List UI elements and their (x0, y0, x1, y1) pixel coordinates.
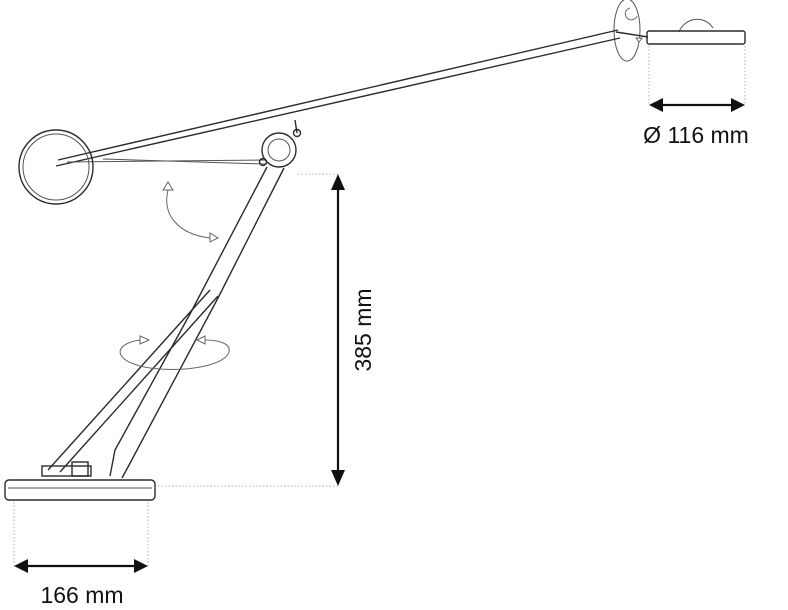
swivel-rotation-indicator (119, 335, 230, 370)
lamp-head (613, 0, 746, 62)
lamp-arm (55, 29, 621, 167)
head-diameter-label: Ø 116 mm (643, 122, 749, 148)
pivot-joint (258, 119, 302, 168)
tilt-rotation-indicator (162, 181, 220, 243)
height-label: 385 mm (350, 288, 376, 371)
lamp-stand (41, 166, 285, 479)
head-diameter-dimension: Ø 116 mm (643, 46, 749, 148)
base-width-label: 166 mm (40, 582, 123, 608)
base-width-dimension: 166 mm (13, 502, 149, 608)
height-dimension: 385 mm (158, 173, 376, 487)
lamp-base (4, 479, 156, 501)
counterweight (18, 129, 94, 205)
